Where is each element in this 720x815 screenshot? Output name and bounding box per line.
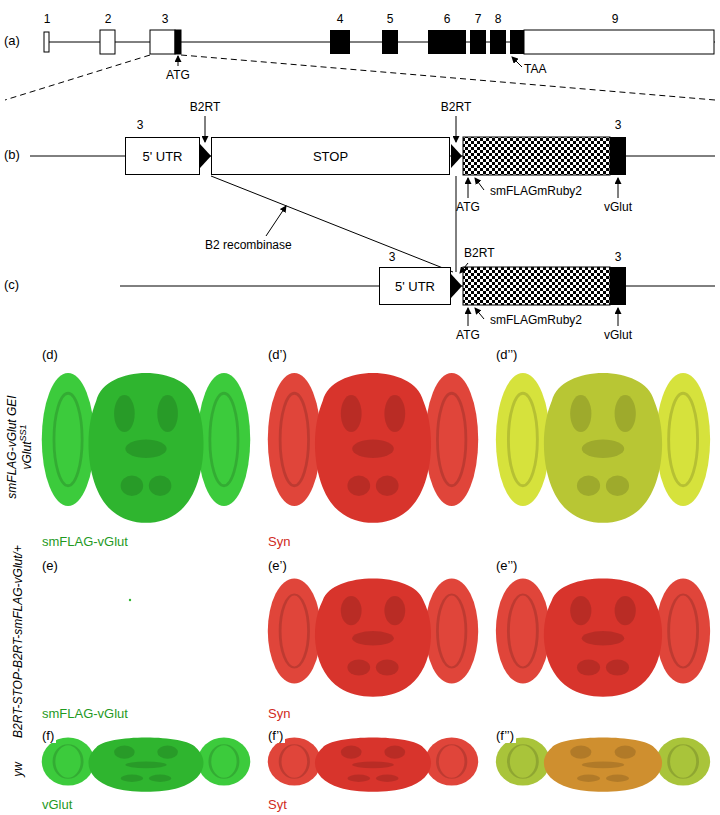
micrograph-panel: (d’) Syn	[262, 345, 484, 550]
box-label: 5' UTR	[395, 279, 435, 294]
construct-box: 5' UTR	[125, 137, 200, 175]
panel-letter: (e)	[40, 558, 60, 573]
channel-label: Syn	[266, 706, 292, 721]
micrograph-panel: (f) vGlut	[36, 726, 256, 813]
construct-box: 5' UTR	[379, 267, 451, 305]
superscript: SS1	[17, 424, 27, 441]
panel-letter: (d’)	[266, 347, 289, 362]
channel-label: vGlut	[40, 797, 74, 812]
diagram-label: smFLAGmRuby2	[490, 184, 582, 198]
genotype-line: yw	[10, 762, 25, 777]
diagram-label: 5	[387, 12, 394, 26]
diagram-label: B2RT	[190, 100, 220, 114]
micrograph-panel: (d) smFLAG-vGlut	[36, 345, 256, 550]
micrograph-panel: (d’’)	[490, 345, 716, 550]
micrograph-panel: (e’’)	[490, 556, 716, 722]
diagram-label: (b)	[4, 148, 20, 162]
diagram-label: ATG	[456, 200, 480, 214]
diagram-label: 1	[44, 12, 51, 26]
construct-c	[120, 263, 715, 326]
genotype-text: smFLAG-vGlut GEI	[4, 395, 18, 498]
diagram-label: vGlut	[604, 328, 632, 342]
micrograph-panel: (e) smFLAG-vGlut	[36, 556, 256, 722]
diagram-label: 9	[612, 12, 619, 26]
diagram-label: 4	[337, 12, 344, 26]
box-label: 5' UTR	[142, 149, 182, 164]
panel-letter: (f’’)	[494, 728, 516, 743]
channel-label: Syt	[266, 797, 289, 812]
genotype-line: smFLAG-vGlut GEI	[4, 395, 19, 498]
diagram-label: 3	[615, 250, 622, 264]
diagram-label: 7	[475, 12, 482, 26]
genotype-label: B2RT-STOP-B2RT-smFLAG-vGlut/+	[10, 545, 25, 738]
diagram-label: B2 recombinase	[205, 238, 292, 252]
panel-letter: (e’)	[266, 558, 289, 573]
construct-b	[30, 116, 715, 272]
diagram-label: vGlut	[604, 200, 632, 214]
diagram-label: 3	[615, 118, 622, 132]
construct-box: STOP	[211, 137, 450, 175]
diagram-label: B2RT	[464, 246, 494, 260]
micrograph-panel: (e’) Syn	[262, 556, 484, 722]
diagram-label: ATG	[456, 328, 480, 342]
channel-label: smFLAG-vGlut	[40, 534, 130, 549]
diagram-label: (a)	[4, 34, 20, 48]
channel-label: Syn	[266, 534, 292, 549]
genotype-label: yw	[10, 762, 25, 777]
diagram-label: 3	[162, 12, 169, 26]
diagram-label: 3	[137, 118, 144, 132]
brain-micrographs	[42, 373, 710, 792]
panel-letter: (d)	[40, 347, 60, 362]
diagram-label: 6	[444, 12, 451, 26]
gene-model	[5, 30, 715, 100]
genotype-label: smFLAG-vGlut GEIvGlutSS1	[4, 395, 34, 498]
diagram-label: ATG	[166, 68, 190, 82]
diagram-label: (c)	[4, 278, 19, 292]
diagram-label: 8	[495, 12, 502, 26]
channel-label: smFLAG-vGlut	[40, 706, 130, 721]
diagram-label: TAA	[524, 62, 546, 76]
diagram-label: smFLAGmRuby2	[490, 313, 582, 327]
panel-letter: (e’’)	[494, 558, 519, 573]
micrograph-panel: (f’’)	[490, 726, 716, 813]
panel-letter: (d’’)	[494, 347, 519, 362]
panel-letter: (f)	[40, 728, 56, 743]
diagram-label: 2	[105, 12, 112, 26]
diagram-label: B2RT	[441, 100, 471, 114]
diagram-label: 3	[389, 250, 396, 264]
genotype-text: B2RT-STOP-B2RT-smFLAG-vGlut/+	[10, 545, 24, 738]
genotype-text: vGlut	[19, 442, 33, 470]
box-label: STOP	[313, 149, 348, 164]
genotype-line: B2RT-STOP-B2RT-smFLAG-vGlut/+	[10, 545, 25, 738]
genotype-line: vGlutSS1	[19, 395, 34, 498]
panel-letter: (f’)	[266, 728, 285, 743]
micrograph-panel: (f’) Syt	[262, 726, 484, 813]
genotype-text: yw	[10, 762, 24, 777]
